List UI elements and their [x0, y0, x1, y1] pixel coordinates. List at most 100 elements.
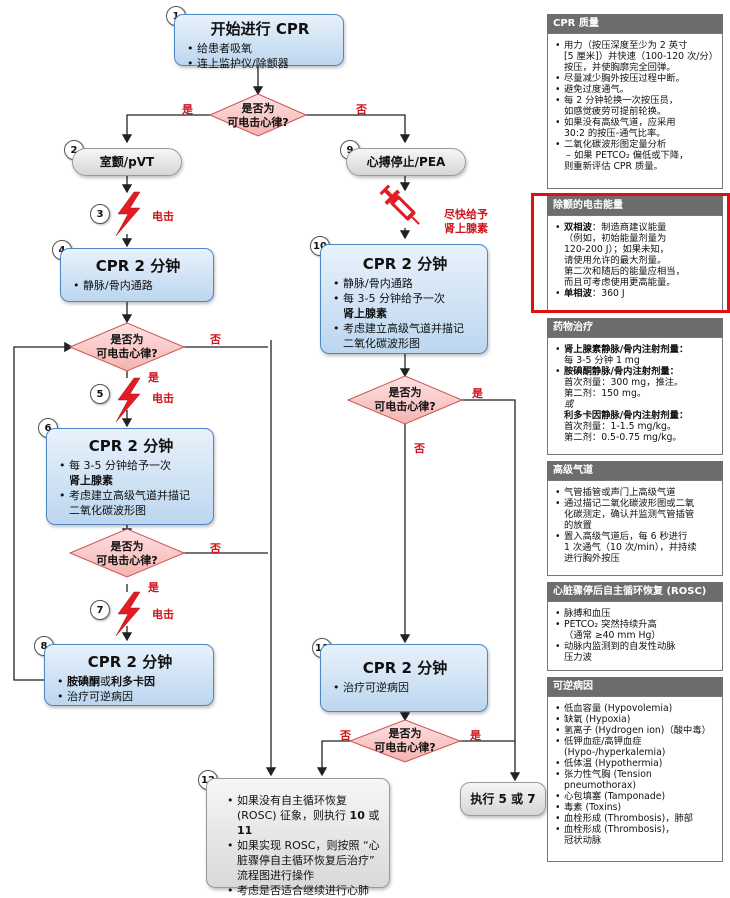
decision-line: 是否为 — [388, 727, 422, 740]
panel-line-text: 30:2 的按压-通气比率。 — [564, 128, 666, 139]
decision-line: 可电击心律? — [96, 554, 158, 567]
list-text: 请使用允许的最大剂量。 — [564, 255, 667, 266]
panel-line-text: 避免过度通气。 — [564, 84, 630, 95]
panel-line-text: 的放置 — [564, 520, 592, 531]
panel-line-text: 通过描记二氧化碳波形图或二氧 — [564, 498, 695, 509]
panel-line-text: 进行胸外按压 — [564, 553, 620, 564]
list-item: 胺碘酮静脉/骨内注射剂量：首次剂量：300 mg，推注。第二剂：150 mg。或… — [555, 366, 718, 443]
panel-rosc: •脉搏和血压•PETCO₂ 突然持续升高（通常 ≥40 mm Hg）•动脉内监测… — [547, 601, 723, 671]
panel-line: •尽量减少胸外按压过程中断。 — [555, 73, 718, 84]
panel-line-text: 如感觉疲劳可提前轮换。 — [564, 106, 667, 117]
panel-line-text: 每 2 分钟轮换一次按压员， — [564, 95, 679, 106]
label-no: 否 — [414, 442, 425, 455]
bullet-mark: • — [555, 487, 561, 498]
panel-line: –如果 PETCO₂ 偏低或下降， — [564, 150, 718, 161]
box-title: CPR 2 分钟 — [362, 659, 448, 677]
list-text: 第二剂：0.5-0.75 mg/kg。 — [564, 432, 682, 443]
panel-header-rosc: 心脏骤停后自主循环恢复 (ROSC) — [547, 582, 723, 601]
list-item: 肾上腺素静脉/骨内注射剂量：每 3-5 分钟 1 mg — [555, 344, 718, 366]
step-number-3: 3 — [90, 204, 110, 224]
list-text: 每 3-5 分钟给予一次 — [343, 292, 445, 305]
decision-line: 可电击心律? — [227, 116, 289, 129]
panel-line: •低钾血症/高钾血症 — [555, 736, 718, 747]
panel-line: [5 厘米]）并快速（100-120 次/分） — [564, 51, 718, 62]
panel-line: (Hypo-/hyperkalemia) — [564, 747, 718, 758]
list-text: 首次剂量：1-1.5 mg/kg。 — [564, 421, 677, 432]
label-line: 尽快给予 — [444, 208, 488, 221]
label-yes: 是 — [148, 581, 159, 594]
arrow-d1-yes — [121, 114, 212, 144]
step-number-5: 5 — [90, 384, 110, 404]
panel-line-text: [5 厘米]）并快速（100-120 次/分） — [564, 51, 719, 62]
list-item: 治疗可逆病因 — [57, 689, 205, 704]
panel-line-text: 血栓形成 (Thrombosis)，肺部 — [564, 813, 694, 824]
panel-header-cpr-quality: CPR 质量 — [547, 14, 723, 33]
list-text: 而且可考虑使用更高能量。 — [564, 277, 676, 288]
list-item: 单相波：360 J — [555, 288, 718, 299]
panel-line-text: 用力（按压深度至少为 2 英寸 — [564, 40, 688, 51]
panel-line-text: 毒素 (Toxins) — [564, 802, 622, 813]
panel-line: •张力性气胸 (Tension — [555, 769, 718, 780]
panel-line-text: 气管插管或声门上高级气道 — [564, 487, 676, 498]
bullet-mark: • — [555, 95, 561, 106]
list-text-bold: 利多卡因静脉/骨内注射剂量： — [564, 410, 689, 421]
biphasic-label: 双相波 — [564, 222, 592, 233]
panel-line: •动脉内监测到的自发性动脉 — [555, 641, 718, 652]
bullet-mark: • — [555, 824, 561, 835]
panel-line-text: 低血容量 (Hypovolemia) — [564, 703, 673, 714]
bullet-mark: • — [555, 608, 561, 619]
lightning-icon — [115, 377, 141, 423]
list-item: 连上监护仪/除颤器 — [187, 56, 335, 71]
list-item: 给患者吸氧 — [187, 41, 335, 56]
list-text: 每 3-5 分钟给予一次 — [69, 459, 171, 472]
bullet-mark: – — [566, 150, 571, 161]
label-no: 否 — [210, 333, 221, 346]
panel-line: 则重新评估 CPR 质量。 — [564, 161, 718, 172]
list-item: 考虑是否适合继续进行心肺 — [227, 883, 383, 898]
label-shock: 电击 — [152, 392, 174, 405]
decision-diamond-5 — [348, 719, 462, 763]
bullet-mark: • — [555, 619, 561, 630]
pill-vf-pvt: 室颤/pVT — [72, 148, 182, 176]
list-text: （例如，初始能量剂量为 — [564, 233, 667, 244]
panel-line-text: 如果没有高级气道，应采用 — [564, 117, 676, 128]
monophasic-label: 单相波 — [564, 288, 592, 299]
syringe-icon — [379, 184, 420, 225]
box-cpr-11: CPR 2 分钟 治疗可逆病因 — [320, 644, 488, 712]
box-title: CPR 2 分钟 — [362, 255, 448, 273]
decision-text-2: 是否为 可电击心律? — [78, 333, 176, 361]
lightning-icon — [115, 191, 141, 237]
decision-text-1: 是否为 可电击心律? — [212, 102, 304, 130]
list-text: 或 — [564, 399, 574, 410]
box-cpr-4: CPR 2 分钟 静脉/骨内通路 — [60, 248, 214, 302]
list-text: 第二剂：150 mg。 — [564, 388, 647, 399]
panel-line-text: 张力性气胸 (Tension — [564, 769, 652, 780]
panel-line: •氢离子 (Hydrogen ion)（酸中毒） — [555, 725, 718, 736]
bullet-mark: • — [555, 703, 561, 714]
bullet-mark: • — [555, 73, 561, 84]
list-text: 如果实现 ROSC，则按照 “心 — [237, 839, 380, 852]
panel-line: •如果没有高级气道，应采用 — [555, 117, 718, 128]
panel-line-text: 如果 PETCO₂ 偏低或下降， — [574, 150, 689, 161]
decision-diamond-3 — [68, 528, 186, 578]
label-yes: 是 — [472, 387, 483, 400]
label-yes: 是 — [148, 371, 159, 384]
panel-line-text: （通常 ≥40 mm Hg） — [564, 630, 661, 641]
label-no: 否 — [210, 542, 221, 555]
panel-header-drug: 药物治疗 — [547, 318, 723, 337]
list-text: 或 — [100, 675, 111, 688]
panel-line-text: 则重新评估 CPR 质量。 — [564, 161, 663, 172]
label-no: 否 — [340, 729, 351, 742]
box-title: CPR 2 分钟 — [87, 653, 173, 671]
list-text: 第二次和随后的能量应相当， — [564, 266, 685, 277]
panel-line: •用力（按压深度至少为 2 英寸 — [555, 40, 718, 51]
bullet-mark: • — [555, 498, 561, 509]
panel-line-text: 冠状动脉 — [564, 835, 602, 846]
decision-text-4: 是否为 可电击心律? — [356, 386, 454, 414]
box-start-cpr: 开始进行 CPR 给患者吸氧 连上监护仪/除颤器 — [174, 14, 344, 71]
panel-line-text: PETCO₂ 突然持续升高 — [564, 619, 657, 630]
